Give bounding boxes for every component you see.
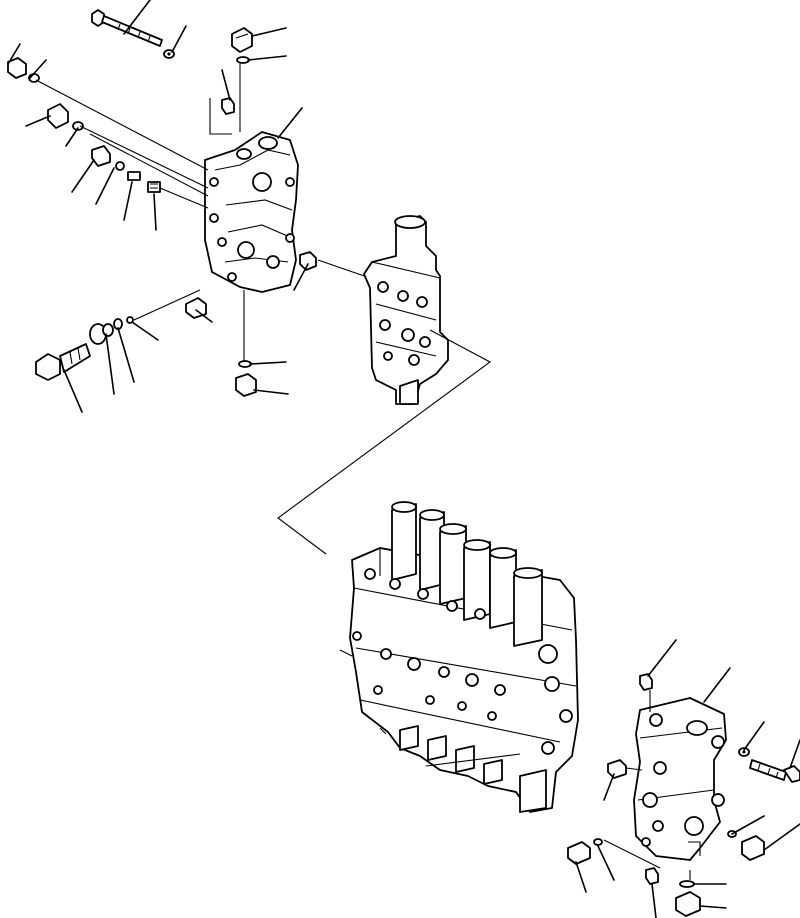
left-plug-parts: [7, 57, 161, 193]
side-fitting-right: [299, 251, 317, 271]
main-control-valve-block: [339, 501, 579, 813]
spool-assembly: [363, 215, 449, 405]
plug-part-bottom: [235, 360, 257, 397]
plug-part-top: [231, 27, 253, 64]
leader-lines-lower: [575, 639, 800, 918]
lower-end-valve-section: [633, 697, 727, 861]
small-fitting-top: [221, 97, 235, 115]
assembly-connector-line: [277, 329, 492, 555]
long-bolt-part: [91, 9, 163, 47]
leader-lines-upper: [7, 0, 371, 413]
upper-valve-section: [204, 131, 299, 293]
